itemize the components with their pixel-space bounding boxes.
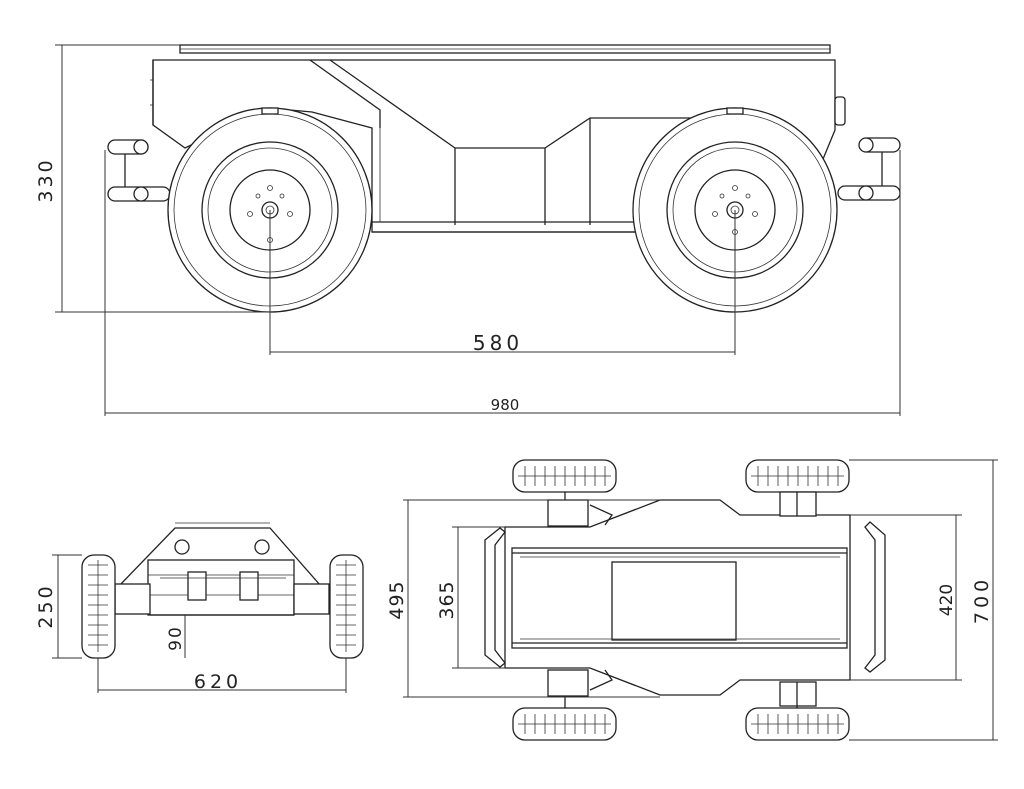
- top-axle-mounts: [547, 491, 817, 708]
- top-front-bumper: [484, 527, 506, 668]
- top-rear-bumper: [864, 521, 886, 673]
- front-right-tire: [329, 554, 364, 659]
- front-bumper: [107, 139, 171, 202]
- side-view: 330 580 980: [35, 44, 901, 416]
- top-panel: [611, 561, 737, 641]
- dim-height-330: 330: [35, 157, 57, 202]
- top-dimensions: [403, 459, 998, 741]
- top-wheel-rear-right: [745, 707, 850, 741]
- dim-top-495: 495: [386, 580, 408, 619]
- dim-top-700: 700: [971, 576, 993, 624]
- front-left-tire: [81, 554, 116, 659]
- top-wheel-rear-left: [745, 459, 850, 493]
- front-view: 250 90 620: [35, 522, 364, 693]
- side-dimensions: [55, 44, 901, 416]
- rear-connector: [834, 96, 846, 126]
- right-axle-block: [293, 583, 330, 615]
- top-wheel-front-left: [512, 459, 617, 493]
- dim-length-980: 980: [491, 396, 520, 414]
- dim-front-height-250: 250: [35, 583, 57, 628]
- dim-width-620: 620: [194, 671, 242, 693]
- dim-top-365: 365: [436, 580, 458, 619]
- dim-wheelbase-580: 580: [473, 331, 523, 355]
- dim-top-420: 420: [937, 584, 957, 616]
- dim-clearance-90: 90: [166, 625, 186, 651]
- top-view: 495 365 420 700: [386, 459, 998, 741]
- left-axle-block: [114, 583, 151, 615]
- rear-bumper: [837, 137, 901, 201]
- top-wheel-front-right: [512, 707, 617, 741]
- front-dimensions: [52, 554, 347, 693]
